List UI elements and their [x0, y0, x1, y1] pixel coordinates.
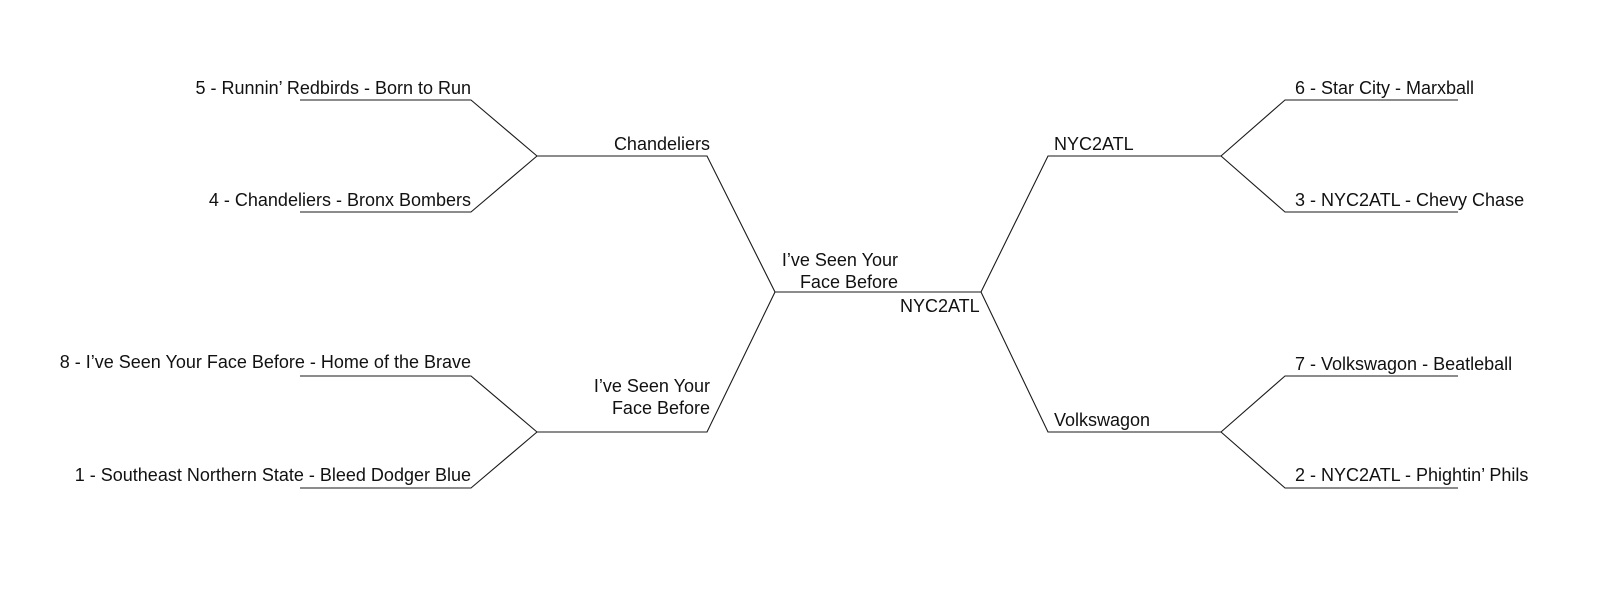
- connector-line: [1220, 99, 1458, 157]
- finalist-label-right: NYC2ATL: [900, 296, 980, 316]
- connector-line: [1220, 155, 1458, 213]
- seed-label: 8 - I’ve Seen Your Face Before - Home of…: [60, 352, 471, 372]
- finalist-label-left: Face Before: [800, 272, 898, 292]
- right-top-matchup: 6 - Star City - Marxball 3 - NYC2ATL - C…: [980, 78, 1524, 293]
- connector-line: [980, 155, 1221, 293]
- connector-line: [1220, 431, 1458, 489]
- round-winner-label: Face Before: [612, 398, 710, 418]
- seed-label: 7 - Volkswagon - Beatleball: [1295, 354, 1512, 374]
- connector-line: [537, 291, 776, 433]
- seed-label: 4 - Chandeliers - Bronx Bombers: [209, 190, 471, 210]
- connector-line: [1220, 375, 1458, 433]
- seed-label: 2 - NYC2ATL - Phightin’ Phils: [1295, 465, 1528, 485]
- seed-label: 6 - Star City - Marxball: [1295, 78, 1474, 98]
- seed-label: 5 - Runnin’ Redbirds - Born to Run: [196, 78, 471, 98]
- connector-line: [980, 291, 1221, 433]
- round-winner-label: NYC2ATL: [1054, 134, 1134, 154]
- connector-line: [300, 431, 538, 489]
- round-winner-label: Chandeliers: [614, 134, 710, 154]
- left-bottom-matchup: 8 - I’ve Seen Your Face Before - Home of…: [60, 291, 776, 489]
- left-top-matchup: 5 - Runnin’ Redbirds - Born to Run 4 - C…: [196, 78, 776, 293]
- connector-line: [300, 155, 538, 213]
- finalist-label-left: I’ve Seen Your: [782, 250, 898, 270]
- round-winner-label: I’ve Seen Your: [594, 376, 710, 396]
- connector-line: [300, 99, 538, 157]
- right-bottom-matchup: 7 - Volkswagon - Beatleball 2 - NYC2ATL …: [980, 291, 1528, 489]
- round-winner-label: Volkswagon: [1054, 410, 1150, 430]
- connector-line: [300, 375, 538, 433]
- seed-label: 1 - Southeast Northern State - Bleed Dod…: [75, 465, 471, 485]
- final-matchup: I’ve Seen Your Face Before NYC2ATL: [775, 250, 981, 316]
- connector-line: [537, 155, 776, 293]
- seed-label: 3 - NYC2ATL - Chevy Chase: [1295, 190, 1524, 210]
